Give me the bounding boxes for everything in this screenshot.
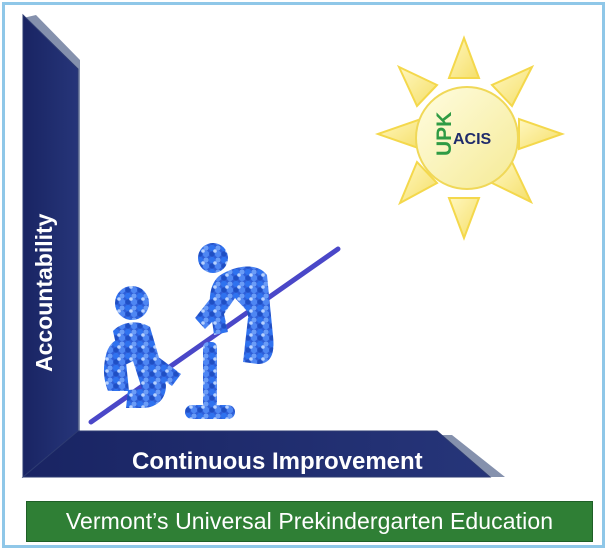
acis-logo-text: ACIS: [453, 131, 492, 148]
sun-rays: [374, 35, 566, 241]
lever-stand: [185, 342, 235, 419]
footer-banner: Vermont’s Universal Prekindergarten Educ…: [26, 501, 593, 542]
right-figure: [195, 243, 274, 364]
accountability-label: Accountability: [31, 213, 57, 372]
continuous-improvement-label: Continuous Improvement: [132, 448, 423, 475]
axis-horizontal: [21, 430, 492, 478]
left-figure: [103, 286, 181, 408]
sun-logo: UPK ACIS: [374, 35, 566, 241]
diagram-frame: Accountability Continuous Improvement UP…: [2, 2, 605, 548]
upk-logo-text: UPK: [433, 112, 456, 156]
footer-text: Vermont’s Universal Prekindergarten Educ…: [65, 508, 554, 534]
sun-center: [415, 86, 519, 190]
people-lifting-lever-icon: [87, 229, 357, 425]
diagram-canvas: Accountability Continuous Improvement UP…: [21, 13, 566, 479]
